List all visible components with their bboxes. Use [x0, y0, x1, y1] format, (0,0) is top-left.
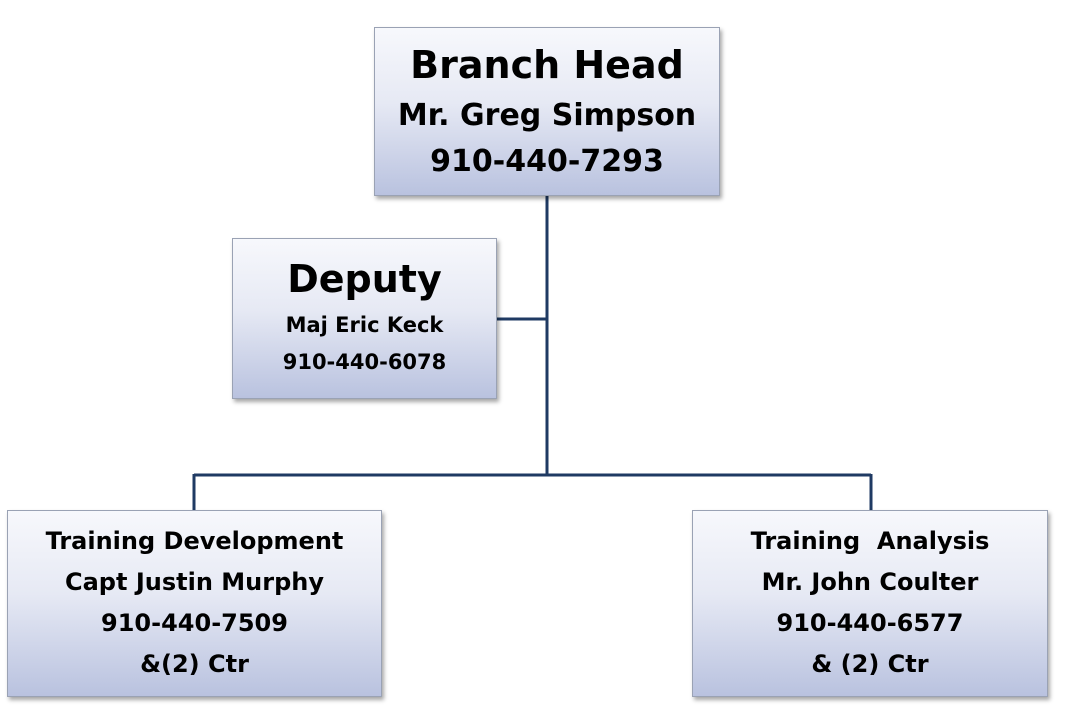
- training-development-name: Capt Justin Murphy: [65, 567, 324, 596]
- training-analysis-phone: 910-440-6577: [776, 608, 964, 637]
- deputy-box: Deputy Maj Eric Keck 910-440-6078: [232, 238, 497, 399]
- branch-head-title: Branch Head: [410, 42, 684, 87]
- deputy-title: Deputy: [287, 256, 442, 301]
- training-development-title: Training Development: [45, 526, 344, 555]
- branch-head-box: Branch Head Mr. Greg Simpson 910-440-729…: [374, 27, 720, 196]
- training-analysis-name: Mr. John Coulter: [761, 567, 979, 596]
- branch-head-phone: 910-440-7293: [430, 144, 664, 180]
- deputy-name: Maj Eric Keck: [285, 313, 444, 338]
- deputy-phone: 910-440-6078: [282, 350, 447, 375]
- training-development-staff: &(2) Ctr: [140, 649, 249, 678]
- training-analysis-staff: & (2) Ctr: [811, 649, 929, 678]
- branch-head-name: Mr. Greg Simpson: [397, 98, 697, 134]
- training-development-box: Training Development Capt Justin Murphy …: [7, 510, 382, 697]
- training-development-phone: 910-440-7509: [101, 608, 288, 637]
- training-analysis-title: Training Analysis: [750, 526, 990, 555]
- training-analysis-box: Training Analysis Mr. John Coulter 910-4…: [692, 510, 1048, 697]
